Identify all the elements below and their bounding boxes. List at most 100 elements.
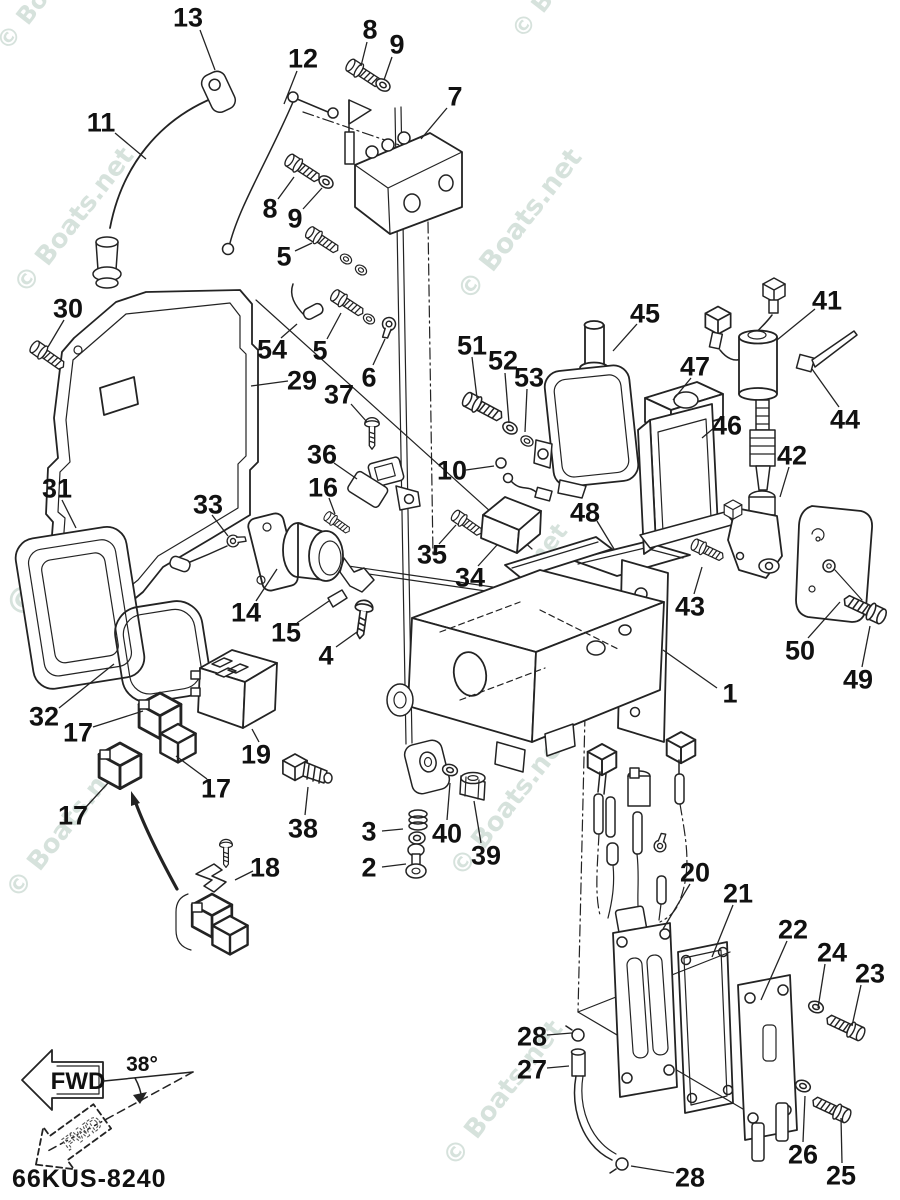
electrical-bracket-1 [386,536,669,795]
wire-harness [586,731,697,935]
leader-line-29 [250,380,289,387]
part-callout-3: 3 [361,817,376,847]
leader-line-51 [471,356,478,399]
bushing-39 [459,771,486,801]
fwd-arrow-solid [21,1049,104,1111]
part-callout-17: 17 [58,801,88,831]
leader-line-40 [446,782,451,821]
bolt-2 [405,843,427,879]
part-callout-23: 23 [855,959,885,989]
relay-19 [190,649,278,729]
part-callout-25: 25 [826,1161,856,1191]
part-callout-8: 8 [362,15,377,45]
part-callout-15: 15 [271,618,301,648]
leader-line-30 [47,319,65,348]
part-callout-35: 35 [417,540,447,570]
part-callout-9: 9 [287,204,302,234]
part-callout-17: 17 [63,718,93,748]
part-callout-40: 40 [432,819,462,849]
part-callout-28: 28 [517,1022,547,1052]
leader-line-12 [283,70,298,105]
leader-line-54 [280,323,298,339]
leader-line-39 [473,800,482,844]
leader-line-1 [662,649,718,689]
part-callout-36: 36 [307,440,337,470]
grommet-cover [14,526,146,690]
leader-line-8 [277,176,295,200]
part-callout-39: 39 [471,841,501,871]
leader-line-41 [776,308,816,341]
leader-line-2 [381,863,407,868]
leader-line-28 [546,1032,573,1036]
clip-15 [327,557,375,608]
leader-line-42 [779,466,790,498]
angle-arrowhead [133,1092,147,1104]
part-callout-5: 5 [312,336,327,366]
part-callout-21: 21 [723,879,753,909]
part-callout-47: 47 [680,352,710,382]
part-callout-5: 5 [276,242,291,272]
leader-line-38 [304,786,309,816]
part-callout-42: 42 [777,441,807,471]
part-callout-41: 41 [812,286,842,316]
clip-28-bottom [609,1157,629,1174]
part-callout-33: 33 [193,490,223,520]
part-callout-51: 51 [457,331,487,361]
leader-line-11 [114,132,147,160]
leader-line-24 [817,963,826,1009]
leader-line-8 [360,41,368,67]
part-callout-17: 17 [201,774,231,804]
trim-motor-14 [247,512,344,592]
part-callout-37: 37 [324,380,354,410]
ignition-coil-45 [533,320,640,499]
washer-53 [518,433,536,449]
part-callout-27: 27 [517,1055,547,1085]
part-callout-52: 52 [488,346,518,376]
washer-24 [806,998,826,1016]
screw-37 [364,417,380,450]
leader-line-25 [840,1117,843,1164]
leader-line-31 [61,499,77,529]
leader-line-17 [175,755,208,780]
part-callout-28: 28 [675,1163,705,1193]
part-callout-53: 53 [514,363,544,393]
washer [352,262,370,278]
part-callout-13: 13 [173,3,203,33]
bracket-46 [637,403,736,555]
part-callout-26: 26 [788,1140,818,1170]
part-callout-10: 10 [437,456,467,486]
clip-28-top [565,1025,585,1042]
clip-set [175,892,249,956]
part-callout-54: 54 [257,335,287,365]
leader-line-23 [851,984,862,1027]
part-callout-30: 30 [53,294,83,324]
leader-line-33 [211,514,229,537]
leader-line-34 [477,544,498,567]
cable-end-13 [200,70,237,113]
part-callout-49: 49 [843,665,873,695]
leader-line-9 [302,187,323,210]
part-callout-38: 38 [288,814,318,844]
leader-line-17 [92,710,144,728]
leader-line-48 [596,520,615,550]
leader-line-49 [861,625,871,668]
leader-line-19 [251,728,260,743]
fwd-label: FWD [51,1068,106,1095]
bolt-5b [327,287,368,321]
cover-22 [737,974,798,1162]
watermark: © Boats.net [437,1015,569,1173]
suppressor-34 [480,496,542,554]
sensor-36 [347,456,421,511]
cable-tie-44 [795,330,858,373]
part-callout-44: 44 [830,405,860,435]
washer-26 [793,1077,813,1095]
part-callout-46: 46 [712,411,742,441]
leader-line-3 [381,828,404,832]
leader-line-10 [465,465,495,471]
part-callout-11: 11 [87,108,116,138]
leader-line-44 [811,368,840,408]
bolt-51 [459,389,507,426]
leader-line-20 [662,883,691,930]
